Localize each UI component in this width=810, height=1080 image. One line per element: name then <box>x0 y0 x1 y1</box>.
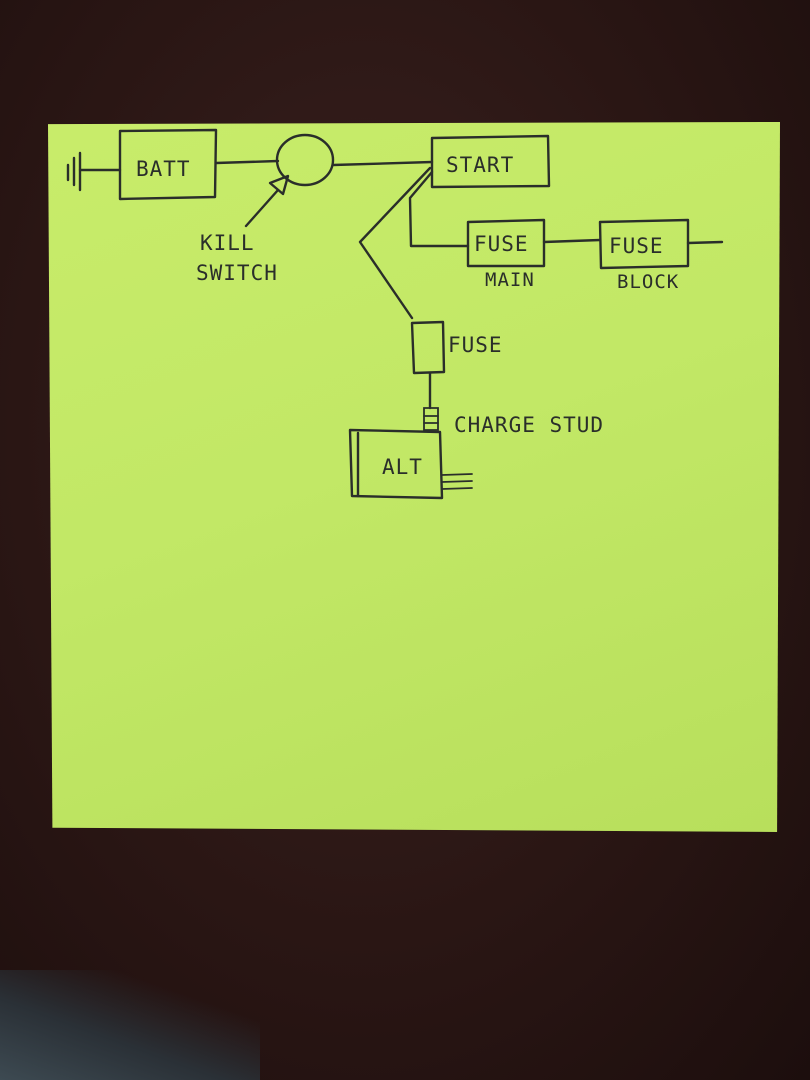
ground-symbol <box>66 151 122 192</box>
fuse-charge-label: FUSE <box>448 333 503 357</box>
wire-batt-kill <box>214 159 280 165</box>
wire-kill-start <box>331 160 434 167</box>
charge-stud <box>423 407 439 431</box>
main-label: MAIN <box>485 269 535 291</box>
battery-node: BATT <box>118 128 218 201</box>
kill-label-line1: KILL <box>200 231 255 255</box>
kill-label-line2: SWITCH <box>196 261 278 285</box>
background-corner <box>0 970 260 1080</box>
wire-fuseblock-out <box>686 240 724 245</box>
alternator-label: ALT <box>382 455 423 479</box>
fuse-block-node: FUSE <box>598 218 690 270</box>
kill-switch-node <box>244 133 335 228</box>
battery-label: BATT <box>136 157 191 181</box>
fuse-charge-node <box>410 320 446 375</box>
sticky-note <box>48 122 780 832</box>
fuse-block-label: FUSE <box>609 234 664 258</box>
fuse-main-label: FUSE <box>474 232 529 256</box>
starter-label: START <box>446 153 514 177</box>
wire-fusemain-fuseblock <box>542 238 602 244</box>
fuse-main-node: FUSE <box>466 218 546 268</box>
starter-node: START <box>430 134 551 189</box>
charge-stud-label: CHARGE STUD <box>454 413 604 437</box>
wire-start-fuse <box>358 166 432 320</box>
wire-start-fusemain <box>408 170 470 248</box>
block-label: BLOCK <box>617 271 679 293</box>
alternator-node: ALT <box>348 428 473 500</box>
